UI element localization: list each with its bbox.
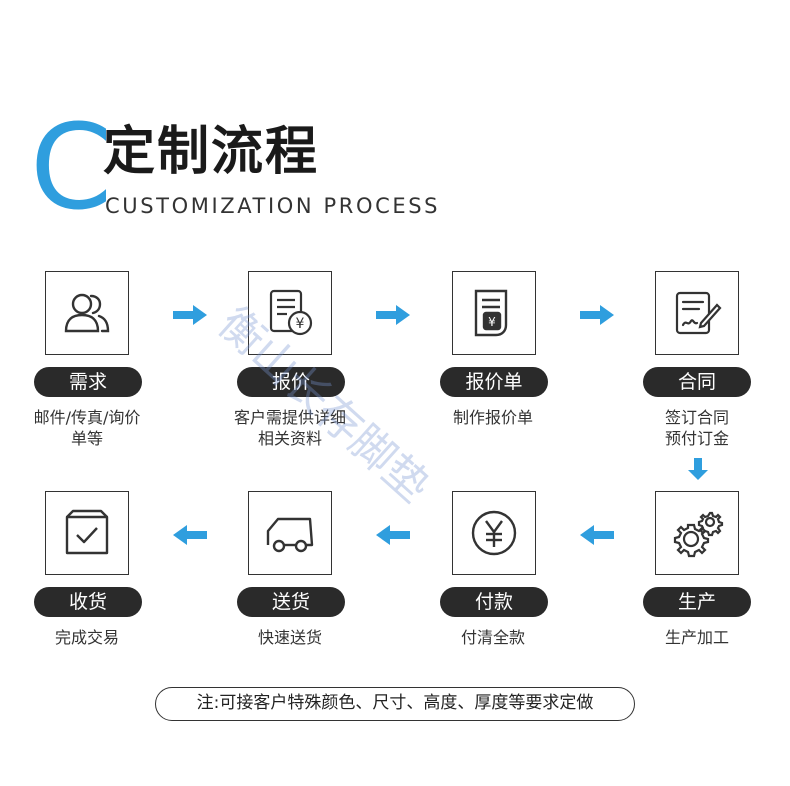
svg-text:¥: ¥ — [296, 316, 305, 332]
step-label-quote: 报价 — [237, 367, 345, 397]
step-box-quote: ¥ — [248, 271, 332, 355]
step-label-demand: 需求 — [34, 367, 142, 397]
step-label-payment: 付款 — [440, 587, 548, 617]
step-desc-payment: 付清全款 — [460, 628, 525, 647]
users-icon — [64, 293, 110, 333]
step-box-receipt — [45, 491, 129, 575]
step-desc-demand: 邮件/传真/询价单等 — [33, 408, 141, 448]
step-label-quote-sheet: 报价单 — [440, 367, 548, 397]
header: C 定制流程 CUSTOMIZATION PROCESS — [0, 0, 790, 240]
step-label-delivery: 送货 — [237, 587, 345, 617]
step-desc-quote-sheet: 制作报价单 — [452, 408, 533, 427]
step-box-payment — [452, 491, 536, 575]
yen-coin-icon — [471, 510, 517, 556]
arrow-down-icon — [688, 458, 708, 480]
price-document-icon: ¥ — [269, 289, 313, 336]
svg-text:¥: ¥ — [488, 315, 496, 329]
step-box-demand — [45, 271, 129, 355]
page-subtitle: CUSTOMIZATION PROCESS — [105, 194, 441, 218]
brand-letter: C — [30, 98, 113, 236]
step-label-contract: 合同 — [643, 367, 751, 397]
truck-icon — [266, 517, 314, 553]
contract-sign-icon — [675, 291, 722, 335]
package-check-icon — [65, 509, 109, 555]
step-box-delivery — [248, 491, 332, 575]
page-title: 定制流程 — [103, 121, 320, 182]
gears-icon — [673, 511, 724, 558]
arrow-left-icon — [376, 525, 410, 545]
customization-note: 注:可接客户特殊颜色、尺寸、高度、厚度等要求定做 — [155, 687, 635, 721]
arrow-left-icon — [173, 525, 207, 545]
step-label-production: 生产 — [643, 587, 751, 617]
arrow-left-icon — [580, 525, 614, 545]
arrow-right-icon — [580, 305, 614, 325]
quote-sheet-icon: ¥ — [474, 289, 508, 337]
arrow-right-icon — [376, 305, 410, 325]
step-desc-receipt: 完成交易 — [54, 628, 119, 647]
step-box-contract — [655, 271, 739, 355]
step-desc-production: 生产加工 — [664, 628, 729, 647]
step-desc-delivery: 快速送货 — [257, 628, 322, 647]
step-desc-contract: 签订合同预付订金 — [664, 408, 729, 448]
step-box-production — [655, 491, 739, 575]
arrow-right-icon — [173, 305, 207, 325]
step-label-receipt: 收货 — [34, 587, 142, 617]
step-box-quote-sheet: ¥ — [452, 271, 536, 355]
step-desc-quote: 客户需提供详细相关资料 — [233, 408, 346, 448]
